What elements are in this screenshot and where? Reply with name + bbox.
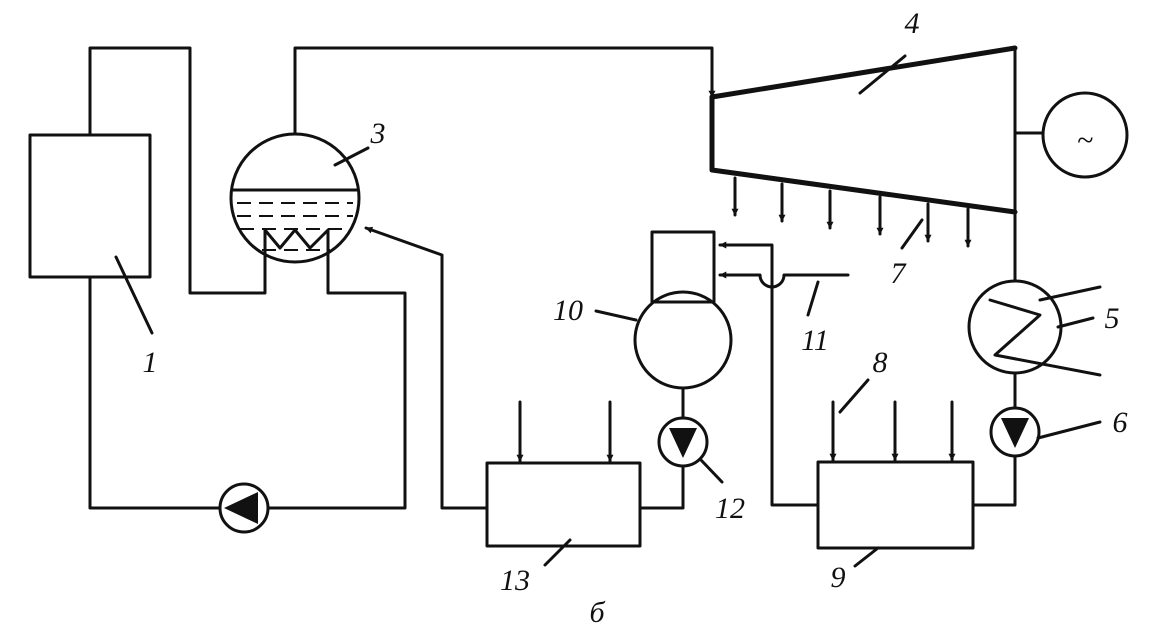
steam-generator-1	[28, 133, 152, 279]
deaerator-10	[633, 230, 733, 390]
steam-line	[293, 46, 716, 136]
feedwater-line	[364, 226, 489, 510]
feed-pump-12	[657, 416, 709, 468]
condenser-5	[967, 279, 1102, 377]
condensate-pump-6	[989, 406, 1041, 458]
steam-11-line	[718, 271, 850, 289]
pump12-to-heater13	[638, 464, 685, 510]
label-11: 11	[801, 324, 829, 357]
extraction-arrows-7	[731, 176, 972, 248]
turbine-4	[709, 45, 1018, 215]
label-6: 6	[1113, 406, 1128, 439]
heater-block-13	[485, 461, 642, 548]
generator: ~	[1041, 91, 1129, 179]
primary-loop-hot-leg	[88, 46, 267, 295]
leader-lines	[114, 54, 1102, 568]
label-10: 10	[553, 294, 583, 327]
label-5: 5	[1105, 302, 1120, 335]
primary-loop-pump-outlet	[266, 258, 407, 510]
heater9-inlet-arrows-8	[829, 400, 956, 462]
steam-drum-3	[229, 132, 361, 264]
pump6-to-heater9	[971, 454, 1017, 507]
heater9-to-deaerator	[718, 241, 820, 507]
label-7: 7	[891, 257, 908, 290]
label-13: 13	[500, 564, 530, 597]
heater13-inlet-arrows	[516, 400, 614, 463]
caption: б	[589, 596, 605, 629]
heating-coil	[263, 228, 330, 262]
label-9: 9	[831, 561, 846, 594]
heater-block-9	[816, 460, 975, 550]
label-3: 3	[370, 117, 386, 150]
label-12: 12	[715, 492, 745, 525]
label-1: 1	[143, 346, 158, 379]
label-8: 8	[873, 346, 888, 379]
primary-loop-return	[88, 275, 222, 510]
primary-pump	[218, 482, 270, 534]
label-4: 4	[905, 7, 920, 40]
generator-symbol: ~	[1077, 124, 1093, 157]
